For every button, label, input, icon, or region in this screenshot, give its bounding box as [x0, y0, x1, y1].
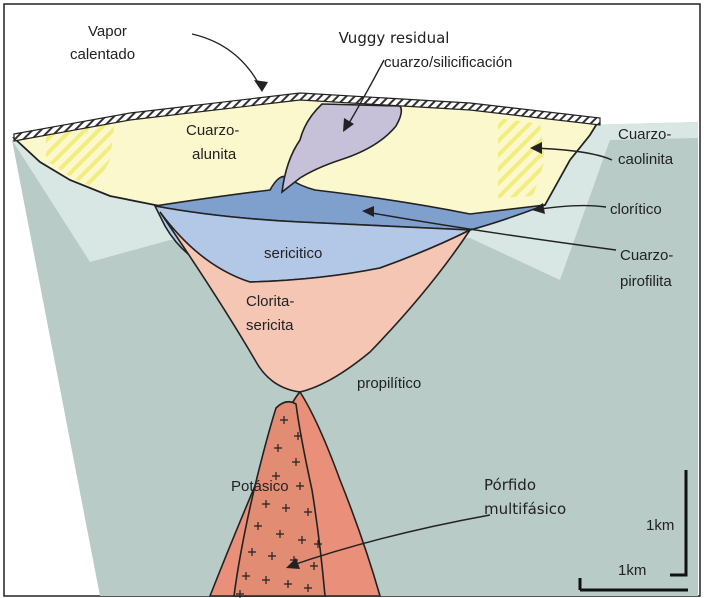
label-clorita-sericita-2: sericita — [246, 317, 294, 334]
label-porfido-1: Pórfido — [484, 476, 536, 494]
label-cuarzo-alunita-1: Cuarzo- — [186, 122, 239, 139]
label-cuarzo-caolinita-1: Cuarzo- — [618, 126, 671, 143]
label-vuggy-2: cuarzo/silicificación — [384, 54, 512, 71]
label-cloritico: clorítico — [610, 201, 662, 218]
label-cuarzo-pirofilita-1: Cuarzo- — [620, 247, 673, 264]
label-cuarzo-pirofilita-2: pirofilita — [620, 273, 672, 290]
label-vuggy-1: Vuggy residual — [339, 29, 450, 47]
label-sericitico: sericitico — [264, 245, 322, 262]
label-cuarzo-alunita-2: alunita — [192, 146, 237, 163]
label-potasico: Potásico — [231, 478, 289, 495]
label-porfido-2: multifásico — [484, 500, 566, 518]
label-cuarzo-caolinita-2: caolinita — [618, 151, 674, 168]
label-clorita-sericita-1: Clorita- — [246, 293, 294, 310]
label-vapor-2: calentado — [70, 46, 135, 63]
label-scale-vertical: 1km — [646, 517, 674, 534]
label-propilitico: propilítico — [357, 375, 421, 392]
label-vapor-1: Vapor — [88, 23, 127, 40]
label-scale-horizontal: 1km — [618, 562, 646, 579]
